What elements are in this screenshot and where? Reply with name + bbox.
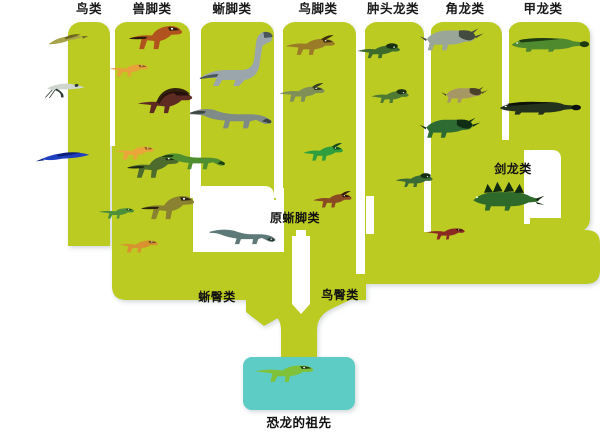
creature-microraptor	[35, 146, 105, 178]
creature-kentrosaurus	[468, 178, 548, 224]
creature-ankylosaurus	[506, 32, 590, 68]
creature-protoceratops	[440, 82, 498, 114]
creature-heterodontosaurus	[312, 190, 368, 222]
inner-label-saurischia: 蜥臀类	[198, 290, 236, 304]
top-label-pachycephalosauria: 肿头龙类	[366, 1, 420, 16]
top-label-sauropoda: 蜥脚类	[212, 1, 252, 16]
creature-ancestor-archosaur	[254, 362, 346, 406]
column-aves-join	[68, 150, 110, 246]
creature-styracosaurus	[418, 112, 494, 152]
creature-spinosaurus	[136, 86, 212, 128]
top-label-theropoda: 兽脚类	[132, 1, 172, 16]
inner-label-stegosauria: 剑龙类	[494, 162, 532, 176]
ancestor-caption: 恐龙的祖先	[266, 415, 332, 430]
creature-plateosaurus	[208, 222, 286, 260]
creature-psittacosaurus	[426, 226, 486, 256]
creature-carnotaurus	[140, 192, 212, 234]
top-label-ornithopoda: 鸟脚类	[298, 1, 338, 16]
inner-label-prosauropoda: 原蜥脚类	[269, 211, 321, 225]
column-pachycephalosauria	[364, 22, 424, 274]
creature-parasaurolophus	[284, 34, 356, 72]
creature-diplodocus	[188, 100, 278, 144]
creature-compsognathus	[98, 206, 154, 234]
creature-tyrannosaurus	[128, 22, 200, 64]
creature-triceratops	[418, 22, 498, 66]
creature-deinonychus	[118, 238, 180, 268]
column-ornithopoda	[282, 22, 356, 272]
creature-iguanodon	[278, 82, 344, 118]
creature-euoplocephalus	[494, 96, 582, 130]
creature-confuciusornis	[43, 77, 104, 113]
creature-pachycephalosaurus	[356, 40, 422, 74]
creature-prenocephale	[394, 170, 452, 202]
creature-archaeopteryx	[46, 27, 104, 64]
creature-coelophysis	[108, 62, 170, 92]
creature-hypsilophodon	[302, 142, 360, 176]
creature-velociraptor	[114, 144, 176, 176]
creature-brachiosaurus	[198, 26, 282, 88]
creature-stegoceras	[370, 86, 428, 118]
inner-label-ornithischia: 鸟臀类	[321, 288, 359, 302]
creature-apatosaurus	[160, 146, 230, 182]
top-label-ceratopsia: 角龙类	[445, 1, 485, 16]
top-label-aves: 鸟类	[75, 1, 103, 16]
top-label-ankylosauria: 甲龙类	[523, 1, 563, 16]
